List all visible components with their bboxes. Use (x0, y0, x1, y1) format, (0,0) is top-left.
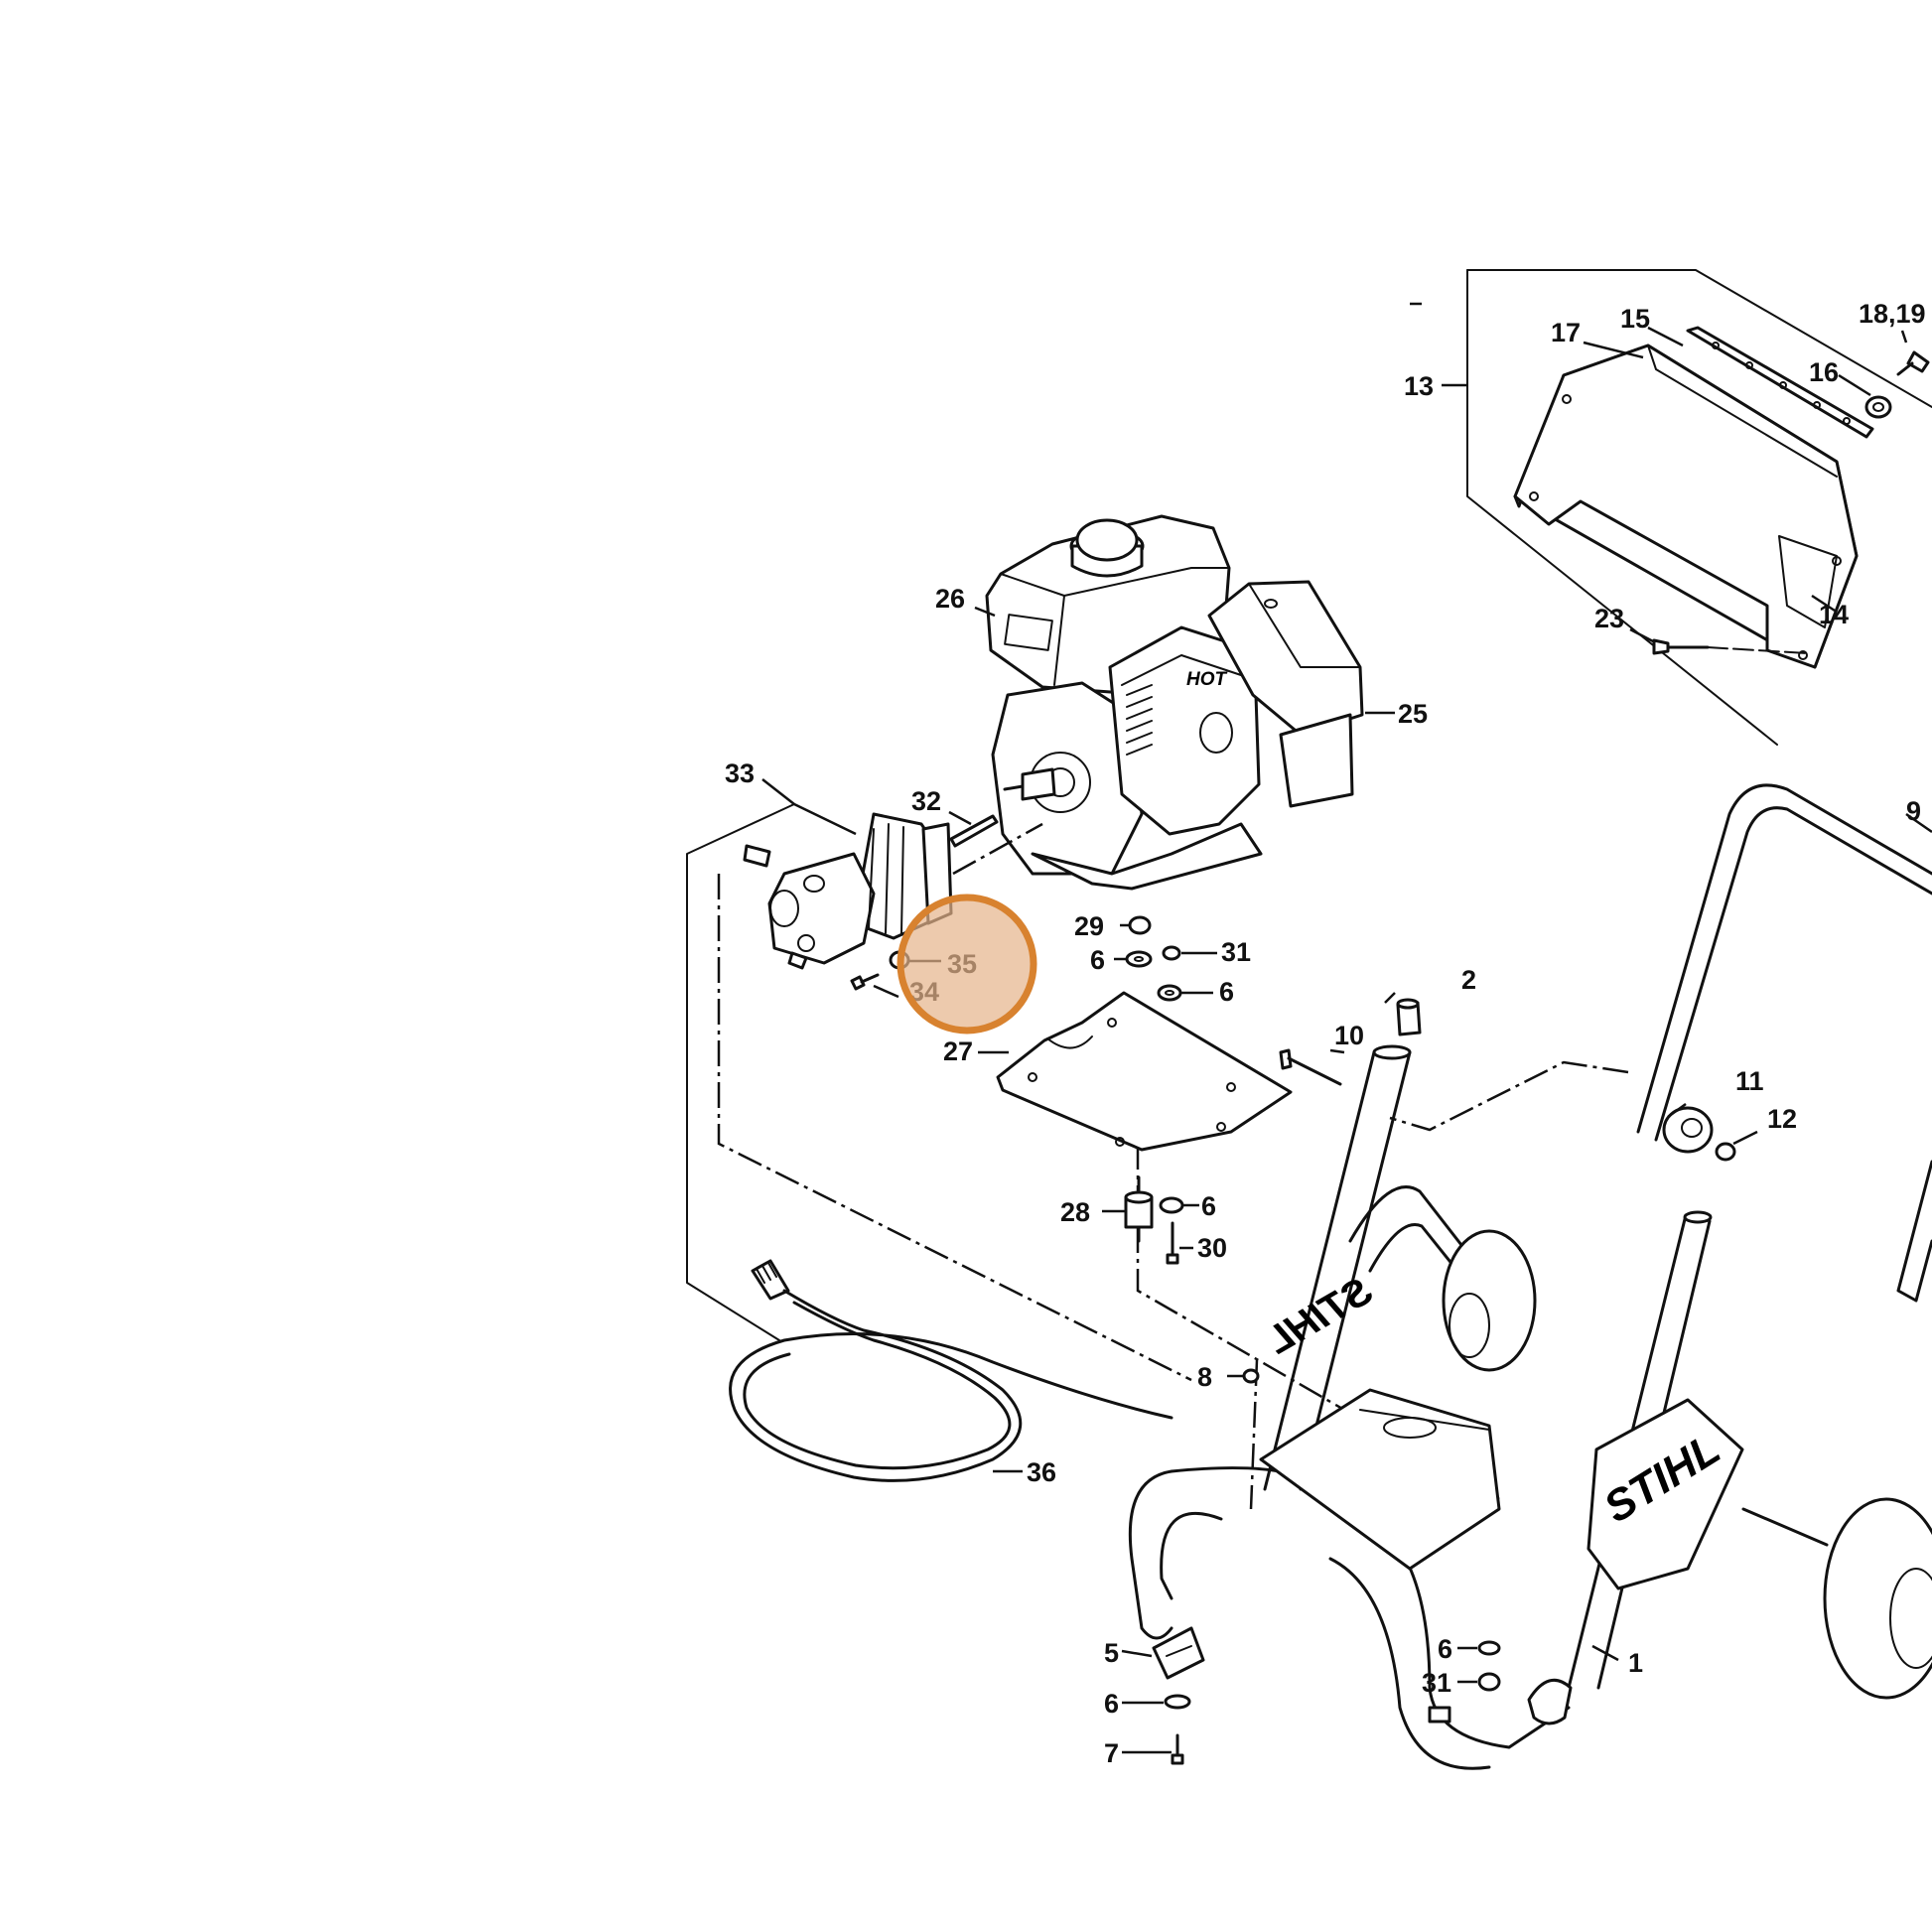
frame-brand-mirrored: STIHL (1258, 1269, 1379, 1364)
label-part-6-a: 6 (1090, 945, 1105, 975)
washer-6-right (1157, 984, 1182, 1002)
cover-panel (1513, 344, 1859, 669)
cap-2 (1396, 998, 1422, 1036)
hose-36 (729, 1259, 1173, 1482)
label-part-29: 29 (1074, 911, 1104, 941)
part-labels: 1 2 5 6 6 6 6 6 7 8 9 10 11 12 13 14 15 … (725, 299, 1926, 1768)
mount-28 (1124, 1175, 1154, 1243)
label-part-27: 27 (943, 1036, 973, 1066)
nut-31-rear (1477, 1672, 1501, 1692)
nut-29 (1128, 915, 1152, 935)
label-part-31-b: 31 (1422, 1668, 1451, 1698)
label-part-23: 23 (1594, 604, 1624, 633)
washer-6-foot (1164, 1694, 1191, 1710)
label-part-33: 33 (725, 759, 755, 788)
base-plate (996, 991, 1293, 1152)
label-part-6-d: 6 (1104, 1689, 1119, 1719)
label-part-5: 5 (1104, 1638, 1119, 1668)
frame: STIHL STIHL (1128, 783, 1932, 1770)
label-part-15: 15 (1620, 304, 1650, 334)
label-part-14: 14 (1819, 600, 1849, 629)
label-part-16: 16 (1809, 357, 1839, 387)
label-part-13: 13 (1404, 371, 1434, 401)
pump-assembly-box (686, 778, 857, 1341)
label-part-6-c: 6 (1201, 1191, 1216, 1221)
nut-16 (1864, 395, 1892, 419)
label-part-6-b: 6 (1219, 977, 1234, 1007)
label-part-11: 11 (1735, 1066, 1764, 1096)
screw-34 (850, 973, 880, 991)
label-part-30: 30 (1197, 1233, 1227, 1263)
nut-12 (1715, 1142, 1736, 1162)
bolt-18-19 (1896, 350, 1930, 376)
foot-pad-5 (1152, 1626, 1205, 1680)
washer-6-lower (1159, 1196, 1184, 1214)
leader-lines (873, 302, 1932, 1754)
label-part-36: 36 (1027, 1457, 1056, 1487)
washer-6-left (1125, 950, 1153, 968)
label-part-12: 12 (1767, 1104, 1797, 1134)
screw-7 (1171, 1733, 1184, 1765)
label-part-18-19: 18,19 (1859, 299, 1926, 329)
label-part-28: 28 (1060, 1197, 1090, 1227)
knob-11 (1662, 1106, 1714, 1154)
pump (743, 812, 953, 970)
cover-strip (1686, 326, 1874, 439)
hot-warning-text: HOT (1186, 669, 1228, 690)
label-part-25: 25 (1398, 699, 1428, 729)
label-part-8: 8 (1197, 1362, 1212, 1392)
bolt-10 (1279, 1048, 1342, 1086)
screw-23 (1652, 638, 1808, 655)
engine: HOT (985, 514, 1395, 891)
bolt-30 (1166, 1221, 1179, 1265)
label-part-10: 10 (1334, 1021, 1364, 1050)
bolt-8 (1242, 1368, 1260, 1384)
label-part-7: 7 (1104, 1738, 1119, 1768)
label-part-9: 9 (1906, 796, 1921, 826)
key-32 (949, 814, 999, 848)
label-part-32: 32 (911, 786, 941, 816)
label-part-2: 2 (1461, 965, 1476, 995)
label-part-31-a: 31 (1221, 937, 1251, 967)
label-part-17: 17 (1551, 318, 1581, 347)
label-part-6-e: 6 (1438, 1634, 1452, 1664)
nut-31-top (1162, 945, 1181, 961)
label-part-1: 1 (1628, 1648, 1643, 1678)
highlight-marker[interactable] (897, 894, 1037, 1035)
washer-6-rear (1477, 1640, 1501, 1656)
label-part-26: 26 (935, 584, 965, 614)
cover-assembly-box (1442, 269, 1932, 746)
